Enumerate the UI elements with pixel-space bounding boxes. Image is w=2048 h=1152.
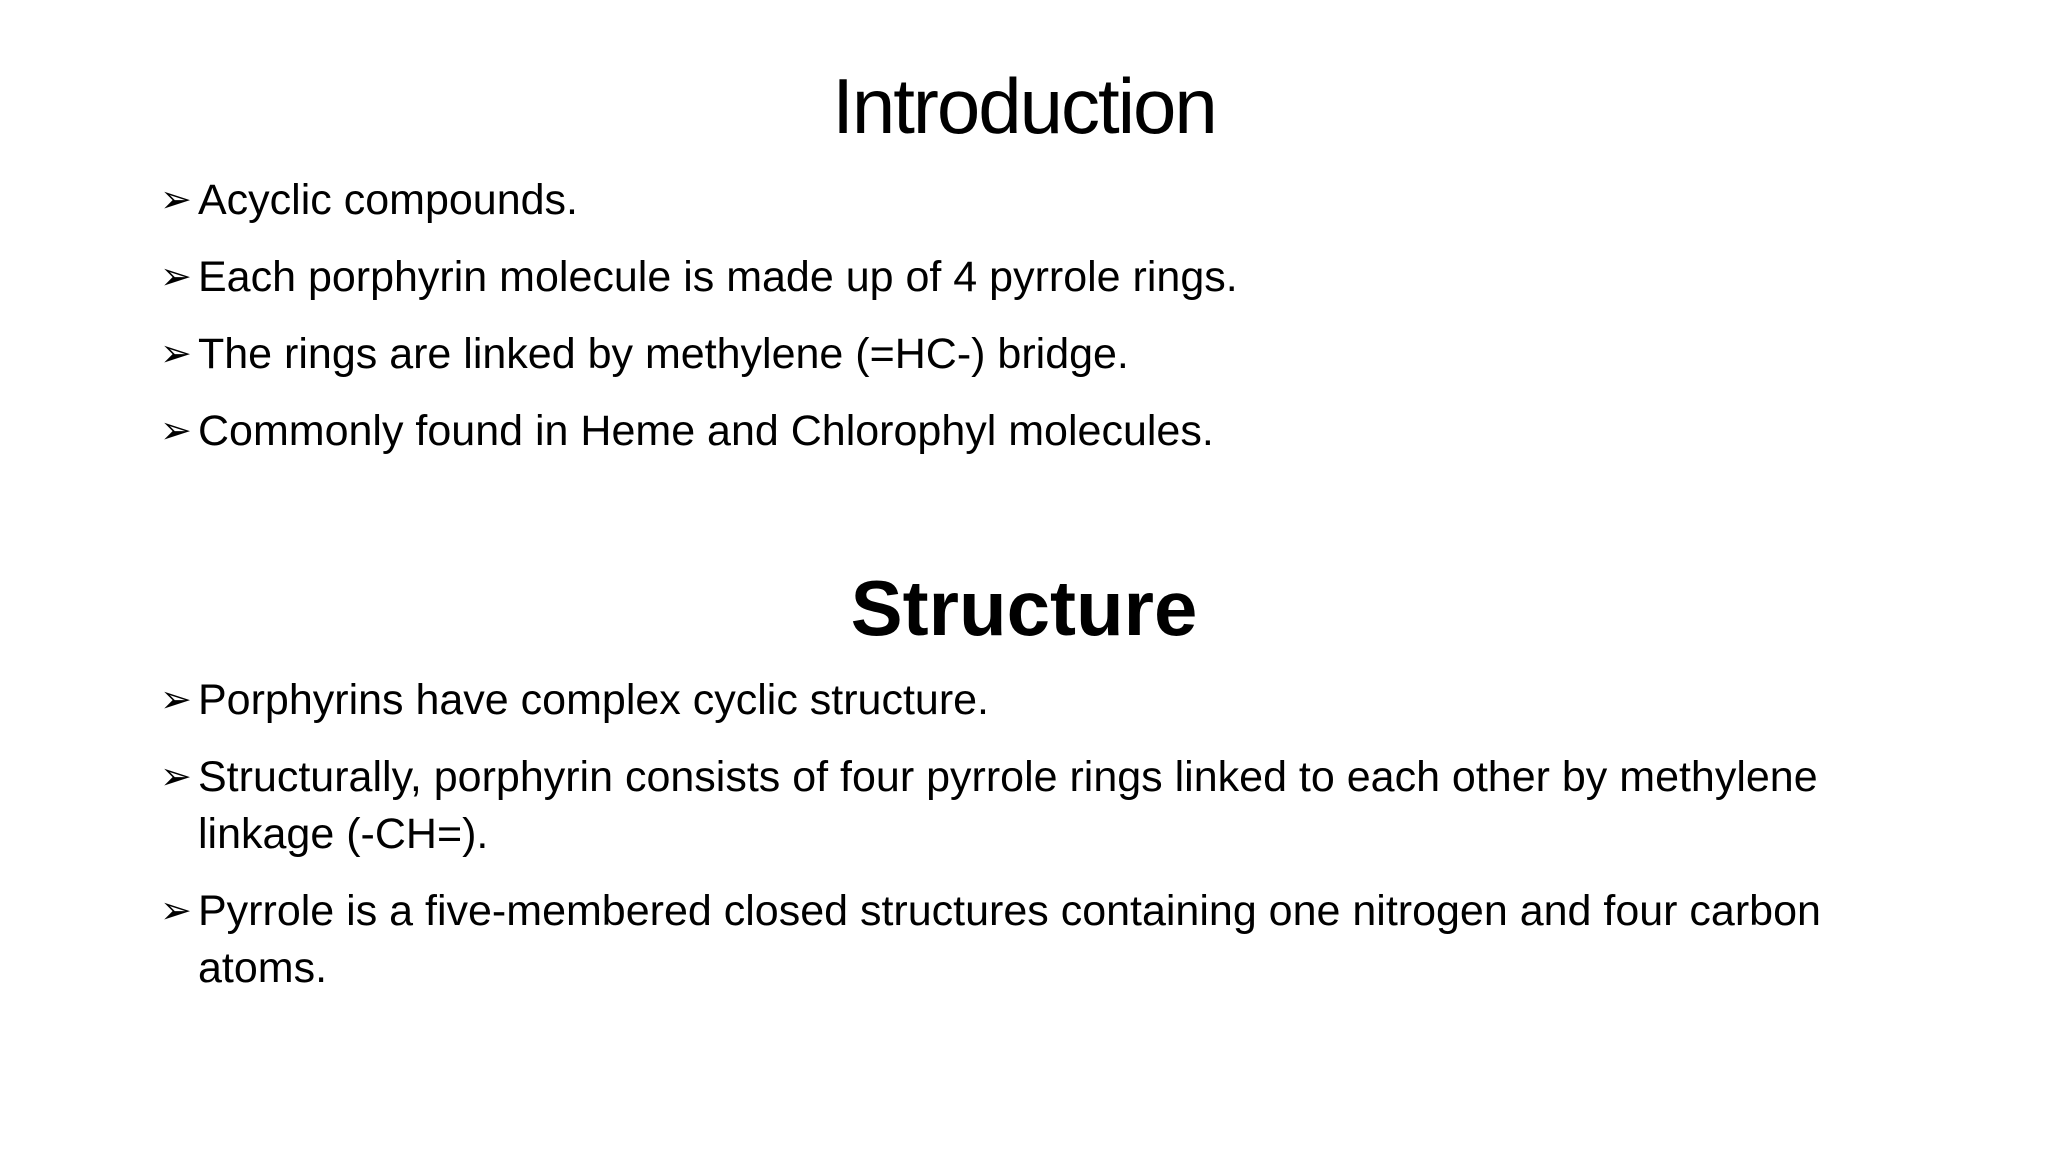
- bullet-item: ➢ The rings are linked by methylene (=HC…: [160, 326, 1920, 383]
- bullet-item: ➢ Commonly found in Heme and Chlorophyl …: [160, 403, 1920, 460]
- bullet-item: ➢ Structurally, porphyrin consists of fo…: [160, 749, 1920, 863]
- arrow-bullet-icon: ➢: [160, 256, 192, 298]
- bullet-text: Porphyrins have complex cyclic structure…: [198, 676, 990, 724]
- bullet-item: ➢ Porphyrins have complex cyclic structu…: [160, 672, 1920, 729]
- bullet-item: ➢ Acyclic compounds.: [160, 172, 1920, 229]
- bullet-text: Pyrrole is a five-membered closed struct…: [198, 887, 1821, 992]
- arrow-bullet-icon: ➢: [160, 333, 192, 375]
- arrow-bullet-icon: ➢: [160, 756, 192, 798]
- bullet-text: Each porphyrin molecule is made up of 4 …: [198, 253, 1238, 301]
- introduction-bullet-list: ➢ Acyclic compounds. ➢ Each porphyrin mo…: [160, 172, 1920, 480]
- arrow-bullet-icon: ➢: [160, 679, 192, 721]
- structure-heading: Structure: [850, 564, 1198, 652]
- bullet-text: Structurally, porphyrin consists of four…: [198, 753, 1818, 858]
- bullet-text: The rings are linked by methylene (=HC-)…: [198, 330, 1129, 378]
- structure-bullet-list: ➢ Porphyrins have complex cyclic structu…: [160, 672, 1920, 1017]
- arrow-bullet-icon: ➢: [160, 890, 192, 932]
- bullet-item: ➢ Each porphyrin molecule is made up of …: [160, 249, 1920, 306]
- bullet-text: Acyclic compounds.: [198, 176, 578, 224]
- bullet-text: Commonly found in Heme and Chlorophyl mo…: [198, 407, 1214, 455]
- bullet-item: ➢ Pyrrole is a five-membered closed stru…: [160, 883, 1920, 997]
- arrow-bullet-icon: ➢: [160, 179, 192, 221]
- arrow-bullet-icon: ➢: [160, 410, 192, 452]
- introduction-heading: Introduction: [832, 62, 1218, 150]
